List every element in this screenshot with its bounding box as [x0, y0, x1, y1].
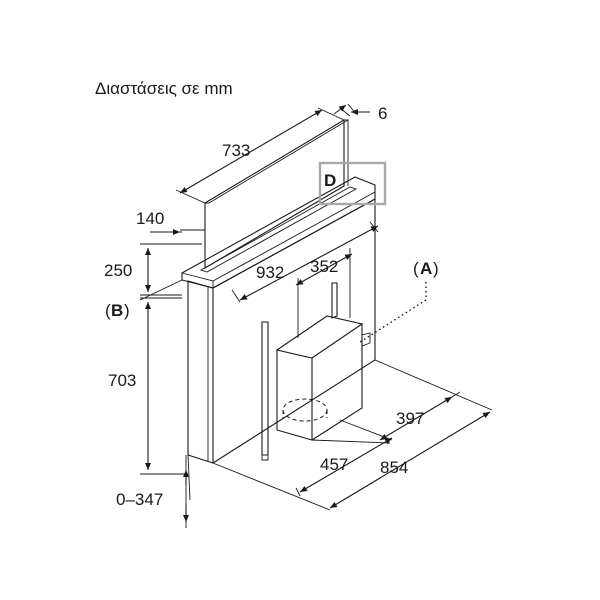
dim-733: 733	[222, 141, 250, 160]
dim-total-depth: 854	[329, 411, 491, 509]
dim-352: 352	[310, 257, 338, 276]
dim-base-width: 457	[295, 437, 393, 497]
dim-140: 140	[136, 209, 164, 228]
dim-6: 6	[378, 104, 387, 123]
dim-703: 703	[108, 371, 136, 390]
label-a: A	[420, 259, 432, 278]
dim-932: 932	[256, 263, 284, 282]
label-d: D	[324, 171, 336, 190]
dim-397: 397	[396, 409, 424, 428]
dim-glass-thickness: 6	[333, 103, 387, 123]
dim-motor-width: 352	[295, 248, 353, 338]
dim-body-width: 932	[231, 221, 379, 303]
dim-top-depth: 140	[136, 209, 205, 235]
label-b: B	[111, 301, 123, 320]
dim-glass-height: 250	[104, 243, 202, 296]
diagram-title: Διαστάσεις σε mm	[95, 79, 233, 98]
marker-b: ( B )	[105, 279, 183, 320]
marker-a: ( A )	[359, 259, 439, 343]
dim-250: 250	[104, 261, 132, 280]
svg-text:(: (	[413, 259, 419, 278]
dim-adjustable-range: 0–347	[116, 455, 189, 528]
dim-854: 854	[380, 458, 408, 477]
dim-motor-depth: 397	[379, 391, 461, 441]
rails	[261, 282, 338, 461]
dim-457: 457	[320, 455, 348, 474]
svg-text:): )	[433, 259, 439, 278]
svg-text:): )	[124, 301, 130, 320]
dim-0-347: 0–347	[116, 490, 163, 509]
dim-glass-width: 733	[175, 107, 345, 204]
motor-unit	[275, 315, 371, 441]
dim-body-height: 703	[108, 297, 188, 475]
svg-text:(: (	[105, 301, 111, 320]
